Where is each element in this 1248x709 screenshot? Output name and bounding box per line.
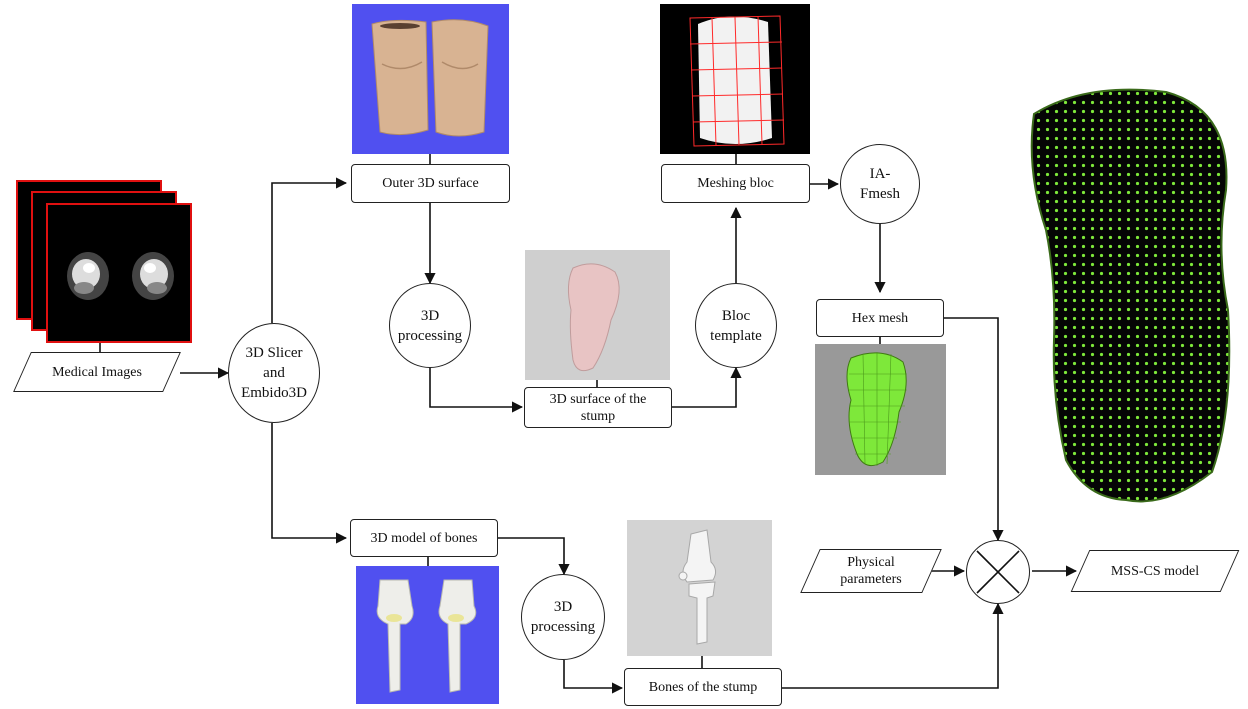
- outer-3d-surface-label: Outer 3D surface: [382, 175, 478, 192]
- outer-3d-surface-box: Outer 3D surface: [351, 164, 510, 203]
- ct-scan-stack-image: [14, 178, 192, 344]
- processing-top-node: 3D processing: [389, 283, 471, 368]
- bones-model-label: 3D model of bones: [371, 530, 478, 547]
- arrow-processing-to-surface: [430, 368, 522, 407]
- medical-images-label: Medical Images: [52, 364, 142, 381]
- surface-of-stump-box: 3D surface of the stump: [524, 387, 672, 428]
- circled-cross-icon: [966, 540, 1030, 604]
- medical-images-input: Medical Images: [22, 352, 172, 392]
- physical-parameters-label: Physical parameters: [831, 554, 911, 588]
- arrow-bones-stump-to-combiner: [782, 604, 998, 688]
- bloc-template-node: Bloc template: [695, 283, 777, 368]
- ia-fmesh-label: IA-Fmesh: [855, 164, 905, 204]
- outer-surface-render-image: [352, 4, 509, 154]
- hex-mesh-box: Hex mesh: [816, 299, 944, 337]
- arrow-hex-to-combiner: [944, 318, 998, 540]
- physical-parameters-input: Physical parameters: [810, 549, 932, 593]
- arrow-slicer-to-outer: [272, 183, 346, 323]
- arrow-surface-to-bloc: [672, 368, 736, 407]
- mss-cs-model-label: MSS-CS model: [1111, 563, 1199, 580]
- meshing-bloc-label: Meshing bloc: [697, 175, 774, 192]
- bones-of-stump-box: Bones of the stump: [624, 668, 782, 706]
- processing-top-label: 3D processing: [397, 306, 463, 346]
- arrow-slicer-to-bones: [272, 423, 346, 538]
- bloc-grid-render-image: [660, 4, 810, 154]
- arrow-bones-to-processing: [498, 538, 564, 574]
- stump-surface-render-image: [525, 250, 670, 380]
- mss-cs-model-output: MSS-CS model: [1080, 550, 1230, 592]
- slicer-embido-node: 3D Slicer and Embido3D: [228, 323, 320, 423]
- meshing-bloc-box: Meshing bloc: [661, 164, 810, 203]
- surface-of-stump-label: 3D surface of the stump: [536, 391, 660, 425]
- mss-cs-mesh-render-image: [1016, 80, 1242, 510]
- processing-bottom-node: 3D processing: [521, 574, 605, 660]
- processing-bottom-label: 3D processing: [530, 597, 596, 637]
- bones-of-stump-label: Bones of the stump: [649, 679, 758, 696]
- bones-model-box: 3D model of bones: [350, 519, 498, 557]
- combiner-circled-cross-icon: [966, 540, 1030, 604]
- slicer-embido-label: 3D Slicer and Embido3D: [236, 343, 312, 403]
- bones-render-image: [356, 566, 499, 704]
- arrow-processing-to-bones-stump: [564, 660, 622, 688]
- ia-fmesh-node: IA-Fmesh: [840, 144, 920, 224]
- hex-mesh-label: Hex mesh: [852, 310, 908, 327]
- stump-bones-render-image: [627, 520, 772, 656]
- bloc-template-label: Bloc template: [706, 306, 766, 346]
- hex-mesh-render-image: [815, 344, 946, 475]
